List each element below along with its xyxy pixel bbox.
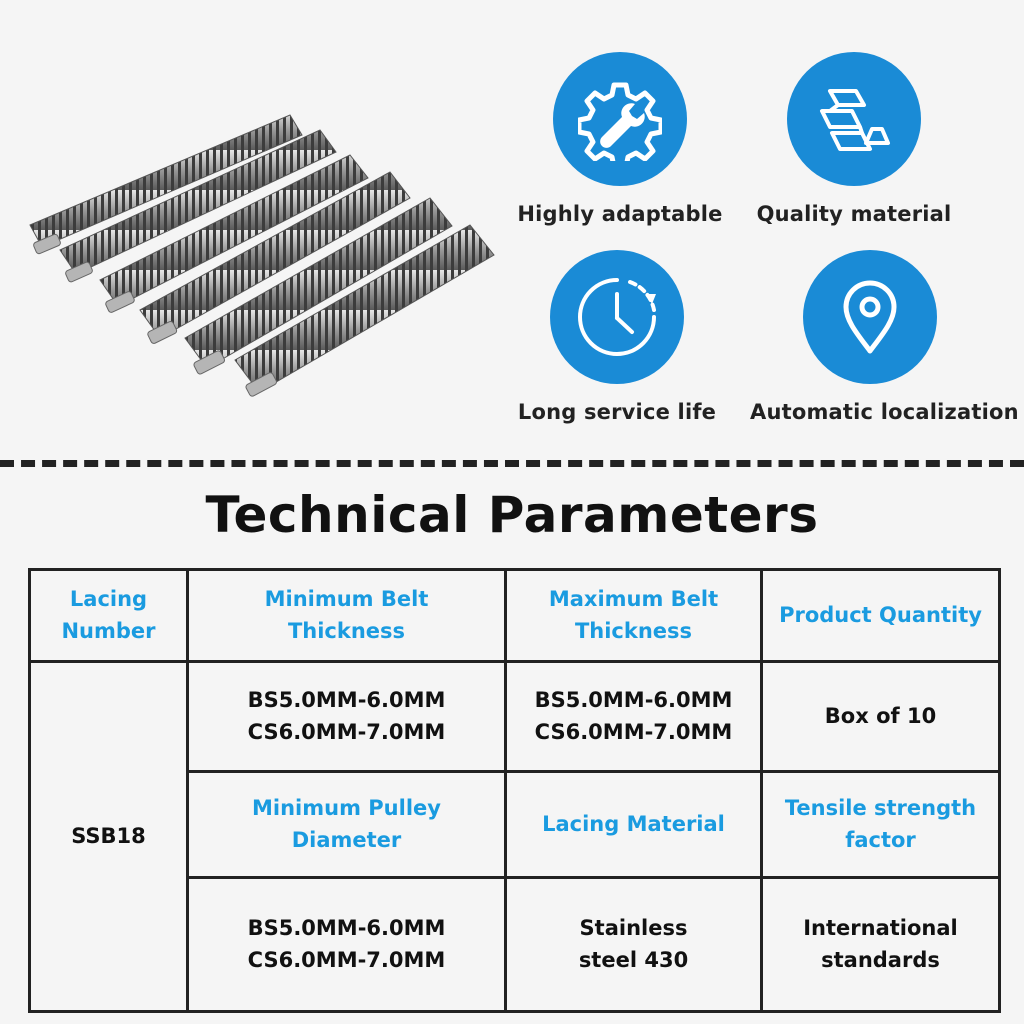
clock-icon bbox=[550, 250, 684, 384]
min-belt-value: BS5.0MM-6.0MM CS6.0MM-7.0MM bbox=[186, 660, 507, 773]
feature-label: Automatic localization bbox=[750, 400, 1019, 424]
gear-wrench-icon bbox=[553, 52, 687, 186]
lacing-strip bbox=[99, 154, 369, 313]
lacing-material-value: Stainless steel 430 bbox=[504, 876, 763, 1013]
lacing-strip bbox=[29, 114, 303, 255]
feature-highly-adaptable: Highly adaptable bbox=[500, 52, 740, 226]
feature-label: Quality material bbox=[756, 202, 952, 226]
header-lacing-material: Lacing Material bbox=[504, 770, 763, 879]
table-row: Minimum Pulley Diameter Lacing Material … bbox=[30, 770, 1001, 879]
product-quantity-value: Box of 10 bbox=[760, 660, 1001, 773]
header-product-quantity: Product Quantity bbox=[760, 568, 1001, 663]
lacing-strip bbox=[184, 197, 453, 375]
min-pulley-value: BS5.0MM-6.0MM CS6.0MM-7.0MM bbox=[186, 876, 507, 1013]
feature-label: Long service life bbox=[517, 400, 717, 424]
product-photo bbox=[29, 114, 495, 397]
feature-label: Highly adaptable bbox=[517, 202, 723, 226]
header-lacing-number: Lacing Number bbox=[28, 568, 189, 663]
feature-long-service-life: Long service life bbox=[497, 250, 737, 424]
header-tensile-strength: Tensile strength factor bbox=[760, 770, 1001, 879]
lacing-strip bbox=[234, 224, 495, 397]
technical-parameters-table: Lacing Number Minimum Belt Thickness Max… bbox=[28, 568, 1001, 1013]
lacing-strip bbox=[139, 171, 411, 344]
location-pin-icon bbox=[803, 250, 937, 384]
tensile-value: International standards bbox=[760, 876, 1001, 1013]
header-max-belt-thickness: Maximum Belt Thickness bbox=[504, 568, 763, 663]
lacing-number-value: SSB18 bbox=[28, 660, 189, 1013]
dashed-divider bbox=[0, 460, 1024, 467]
table-row: BS5.0MM-6.0MM CS6.0MM-7.0MM Stainless st… bbox=[30, 876, 1001, 1013]
table-row: SSB18 BS5.0MM-6.0MM CS6.0MM-7.0MM BS5.0M… bbox=[28, 660, 1001, 1013]
table-row: Lacing Number Minimum Belt Thickness Max… bbox=[28, 568, 1001, 663]
feature-automatic-localization: Automatic localization bbox=[750, 250, 1019, 424]
lacing-strip bbox=[59, 129, 337, 283]
max-belt-value: BS5.0MM-6.0MM CS6.0MM-7.0MM bbox=[504, 660, 763, 773]
feature-quality-material: Quality material bbox=[734, 52, 974, 226]
header-min-belt-thickness: Minimum Belt Thickness bbox=[186, 568, 507, 663]
metal-ingots-icon bbox=[787, 52, 921, 186]
header-min-pulley-diameter: Minimum Pulley Diameter bbox=[186, 770, 507, 879]
section-title: Technical Parameters bbox=[205, 486, 819, 544]
